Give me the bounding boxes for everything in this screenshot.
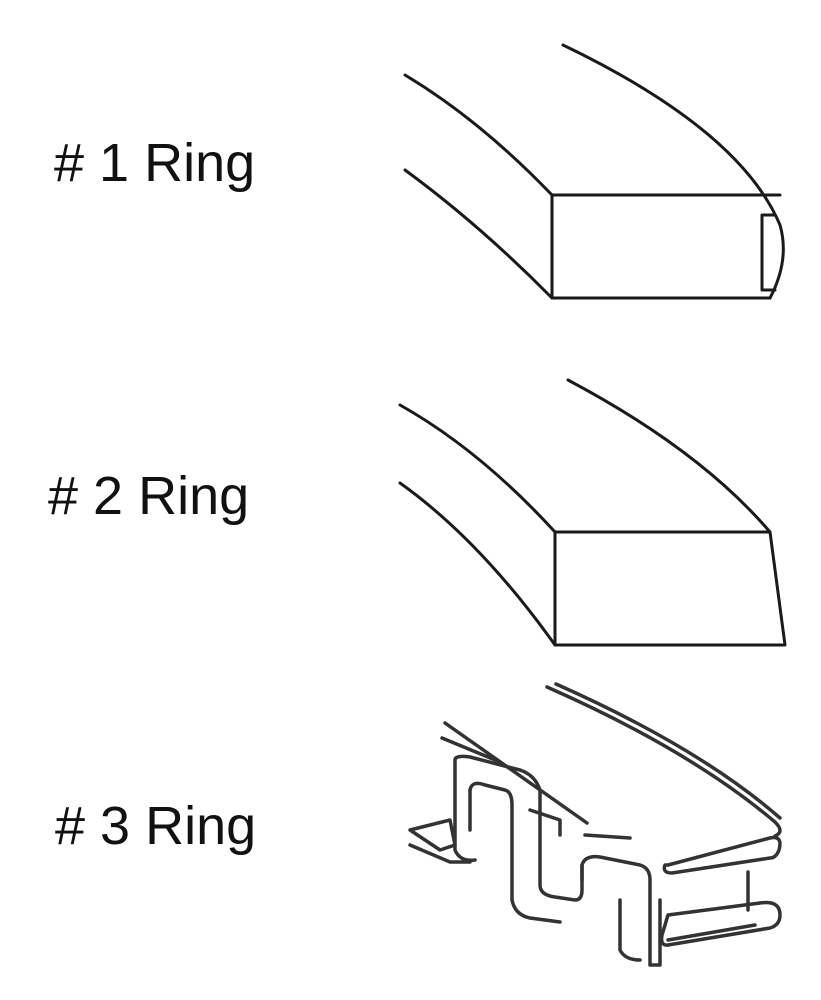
ring-2-cross-section-drawing — [398, 378, 787, 647]
ring-3-oil-ring-drawing — [408, 682, 782, 967]
ring-1-label: # 1 Ring — [54, 133, 256, 193]
ring-2-label: # 2 Ring — [48, 466, 250, 526]
ring-3-label: # 3 Ring — [55, 796, 257, 856]
ring-1-cross-section-drawing — [403, 43, 785, 300]
